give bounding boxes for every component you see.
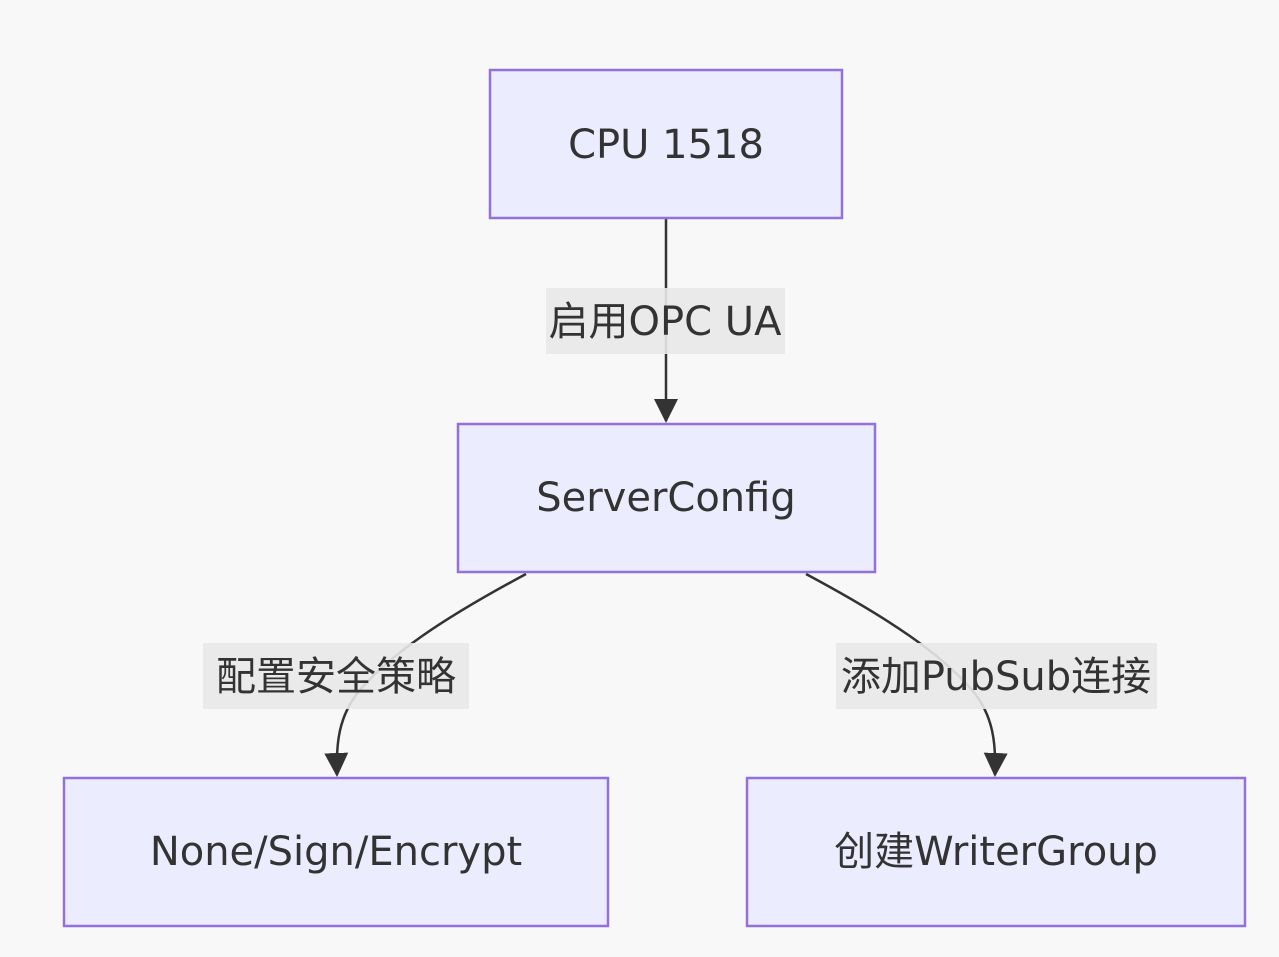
node-label-server-config: ServerConfig — [536, 475, 796, 521]
node-label-security-modes: None/Sign/Encrypt — [150, 829, 522, 875]
edge-label-server-writer: 添加PubSub连接 — [836, 643, 1157, 709]
edge-label-background — [836, 643, 1157, 709]
node-box — [488, 68, 844, 220]
node-security-modes[interactable]: None/Sign/Encrypt — [62, 776, 610, 928]
edge-label-background — [546, 288, 785, 354]
nodes: CPU 1518 ServerConfig None/Sign/Encrypt … — [62, 68, 1247, 928]
edge-label-security-policy: 配置安全策略 — [216, 654, 456, 700]
edge-label-background — [203, 643, 469, 709]
edge-label-pubsub-connection: 添加PubSub连接 — [841, 654, 1151, 700]
edge-label-cpu-server: 启用OPC UA — [546, 288, 785, 354]
node-cpu-1518[interactable]: CPU 1518 — [488, 68, 844, 220]
node-box — [745, 776, 1247, 928]
edge-label-server-security: 配置安全策略 — [203, 643, 469, 709]
node-server-config[interactable]: ServerConfig — [456, 422, 877, 574]
node-label-create-writergroup: 创建WriterGroup — [834, 829, 1158, 875]
node-box — [62, 776, 610, 928]
edge-label-enable-opcua: 启用OPC UA — [549, 299, 783, 345]
edge-labels: 启用OPC UA 配置安全策略 添加PubSub连接 — [203, 288, 1157, 709]
node-label-cpu: CPU 1518 — [568, 122, 764, 168]
node-box — [456, 422, 877, 574]
node-create-writergroup[interactable]: 创建WriterGroup — [745, 776, 1247, 928]
